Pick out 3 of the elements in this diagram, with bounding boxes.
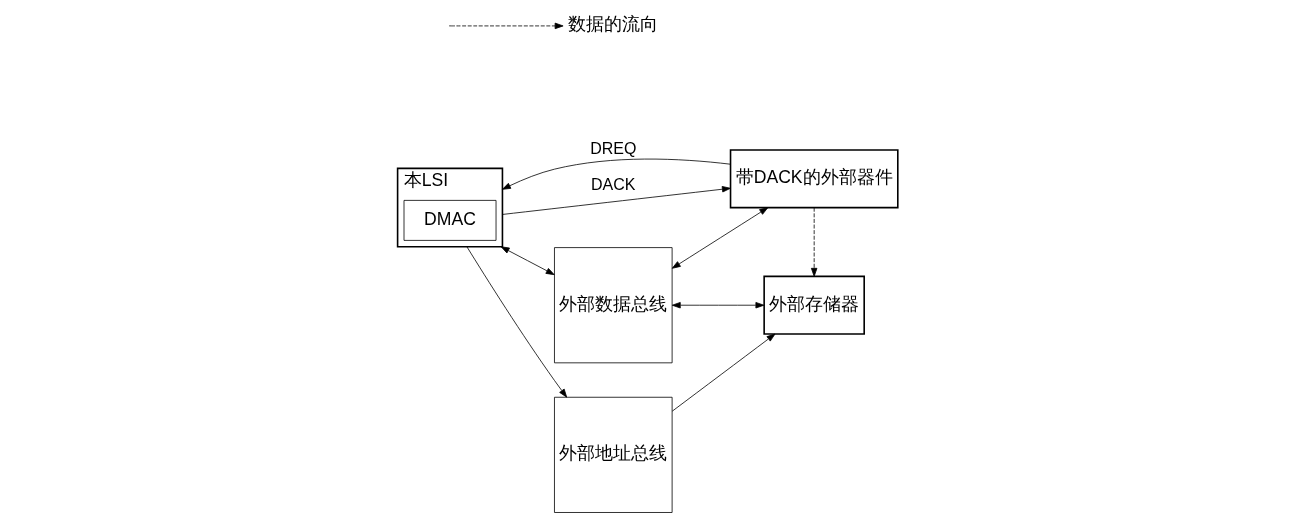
legend-label: 数据的流向 [568,14,659,35]
edge-label: DREQ [590,139,637,157]
edge-label: DACK [591,175,636,193]
